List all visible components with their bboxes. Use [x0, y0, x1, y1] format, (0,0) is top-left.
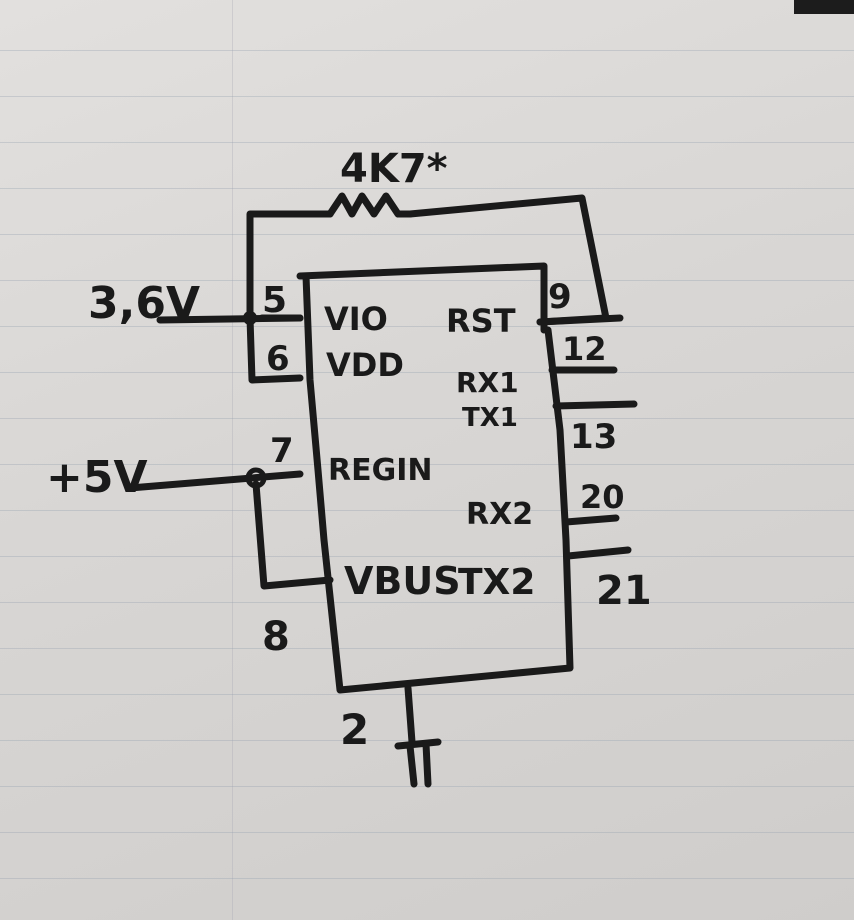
pin-name-vbus: VBUS — [344, 559, 461, 603]
pin-name-vio: VIO — [324, 300, 388, 338]
ruled-line — [0, 280, 854, 281]
pin-name-rx1: RX1 — [456, 366, 519, 399]
supply-36v-label: 3,6V — [88, 278, 200, 329]
regin-vbus-loop — [252, 480, 334, 590]
ruled-line — [0, 326, 854, 327]
pin-name-vdd: VDD — [326, 346, 404, 384]
ruled-line — [0, 832, 854, 833]
ruled-line — [0, 142, 854, 143]
pin5-pin6-tie — [246, 314, 304, 384]
pin-name-tx1: TX1 — [462, 403, 518, 433]
chip-body — [296, 262, 574, 694]
pin-name-tx2: TX2 — [458, 562, 535, 603]
pin21-stub — [564, 546, 632, 560]
pin-number-6: 6 — [266, 339, 290, 379]
supply-5v-label: +5V — [46, 452, 148, 503]
pin-number-8: 8 — [262, 614, 290, 660]
photo-edge-shadow — [794, 0, 854, 14]
ruled-line — [0, 234, 854, 235]
pin-number-12: 12 — [562, 330, 607, 368]
pin-number-5: 5 — [262, 280, 287, 321]
pin-name-rx2: RX2 — [466, 497, 533, 532]
ruled-line — [0, 510, 854, 511]
pin-number-2: 2 — [340, 705, 369, 754]
pin2-wire — [404, 684, 416, 746]
ruled-line — [0, 648, 854, 649]
ruled-line — [0, 50, 854, 51]
resistor-label: 4K7* — [340, 146, 448, 192]
pin20-stub — [562, 514, 620, 526]
ruled-line — [0, 188, 854, 189]
pin13-stub — [552, 400, 638, 410]
pin-name-rst: RST — [446, 302, 516, 340]
supply-5v-wire — [126, 470, 304, 492]
ruled-line — [0, 464, 854, 465]
ruled-line — [0, 372, 854, 373]
pin-number-21: 21 — [596, 568, 652, 614]
pin-number-7: 7 — [270, 431, 294, 471]
paper-margin-line — [232, 0, 233, 920]
ruled-line — [0, 602, 854, 603]
ruled-line — [0, 556, 854, 557]
pin-name-regin: REGIN — [328, 453, 433, 488]
ruled-line — [0, 418, 854, 419]
pin-number-20: 20 — [580, 478, 625, 516]
pin-number-13: 13 — [570, 417, 617, 457]
ruled-line — [0, 96, 854, 97]
pin-number-9: 9 — [548, 277, 572, 317]
ruled-line — [0, 694, 854, 695]
resistor-zigzag — [326, 192, 414, 218]
resistor-wire-left — [246, 210, 334, 322]
ground-symbol — [394, 738, 442, 788]
pin9-stub — [536, 314, 624, 326]
ruled-line — [0, 878, 854, 879]
